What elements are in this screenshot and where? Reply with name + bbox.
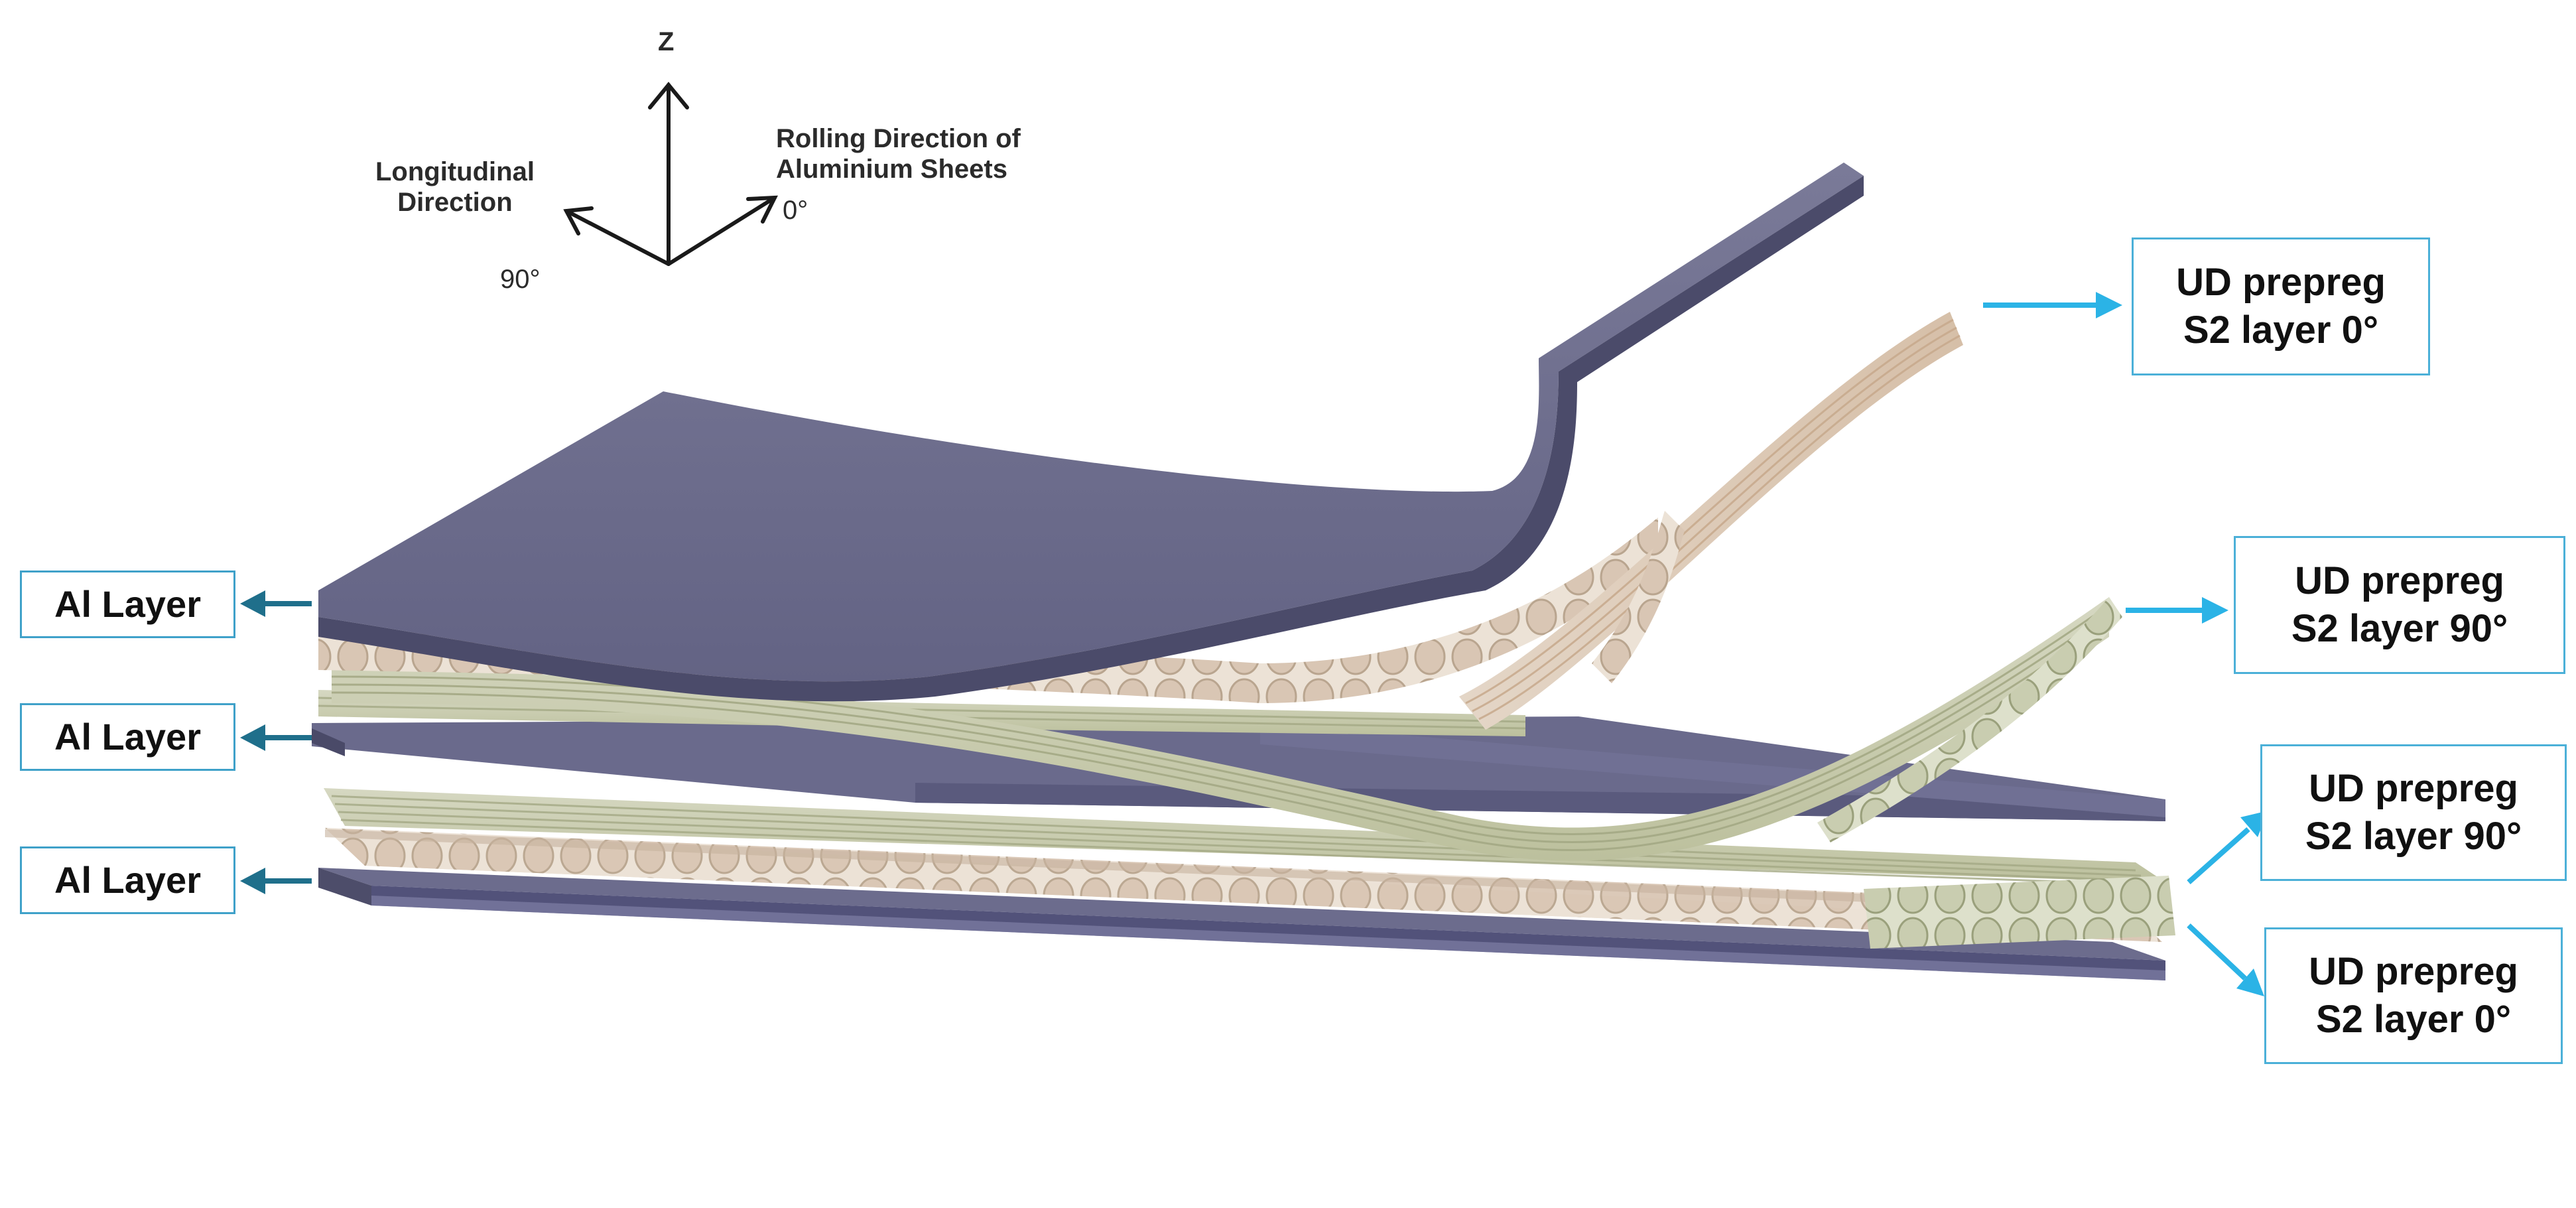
al-layer-label-middle: Al Layer [20, 703, 235, 771]
ud-prepreg-90deg-upper-label: UD prepreg S2 layer 90° [2234, 536, 2565, 674]
al-layer-label-top: Al Layer [20, 570, 235, 638]
ud-prepreg-leaders [1983, 292, 2268, 996]
ud-90-lower-line2: S2 layer 90° [2305, 815, 2522, 858]
axis-system [563, 82, 778, 266]
rolling-direction-line1: Rolling Direction of [776, 124, 1021, 153]
ud-prepreg-90deg-lower-label: UD prepreg S2 layer 90° [2260, 744, 2567, 881]
rolling-direction-line2: Aluminium Sheets [776, 155, 1007, 184]
z-axis-label: Z [658, 27, 675, 56]
al-layer-leaders [240, 590, 312, 894]
rolling-direction-label: Rolling Direction of Aluminium Sheets [776, 123, 1021, 184]
ud-layer-bottom-0deg [325, 828, 2162, 942]
al-sheet-bottom [318, 868, 2165, 980]
al-sheet-top [318, 163, 1864, 702]
ud-prepreg-0deg-bottom-label: UD prepreg S2 layer 0° [2264, 927, 2563, 1064]
ud-prepreg-0deg-top-label: UD prepreg S2 layer 0° [2132, 237, 2430, 375]
longitudinal-line2: Direction [397, 188, 513, 217]
ud-0-top-line1: UD prepreg [2176, 260, 2386, 304]
zero-degree-axis-arrow [667, 196, 777, 266]
ud-0-bottom-line2: S2 layer 0° [2315, 998, 2512, 1041]
ud-90-upper-line1: UD prepreg [2295, 559, 2504, 602]
ninety-degree-label: 90° [500, 265, 541, 294]
ninety-degree-axis-arrow [564, 209, 671, 266]
longitudinal-direction-label: Longitudinal Direction [375, 157, 535, 218]
ud-0-bottom-line1: UD prepreg [2309, 949, 2518, 993]
ud-0-top-line2: S2 layer 0° [2183, 308, 2379, 352]
ud-layer-lower-90deg [324, 788, 2175, 949]
longitudinal-line1: Longitudinal [375, 157, 535, 186]
ud-90-upper-line2: S2 layer 90° [2291, 607, 2508, 650]
ud-90-lower-line1: UD prepreg [2309, 766, 2518, 810]
al-layer-label-bottom: Al Layer [20, 846, 235, 914]
zero-degree-label: 0° [783, 196, 808, 225]
